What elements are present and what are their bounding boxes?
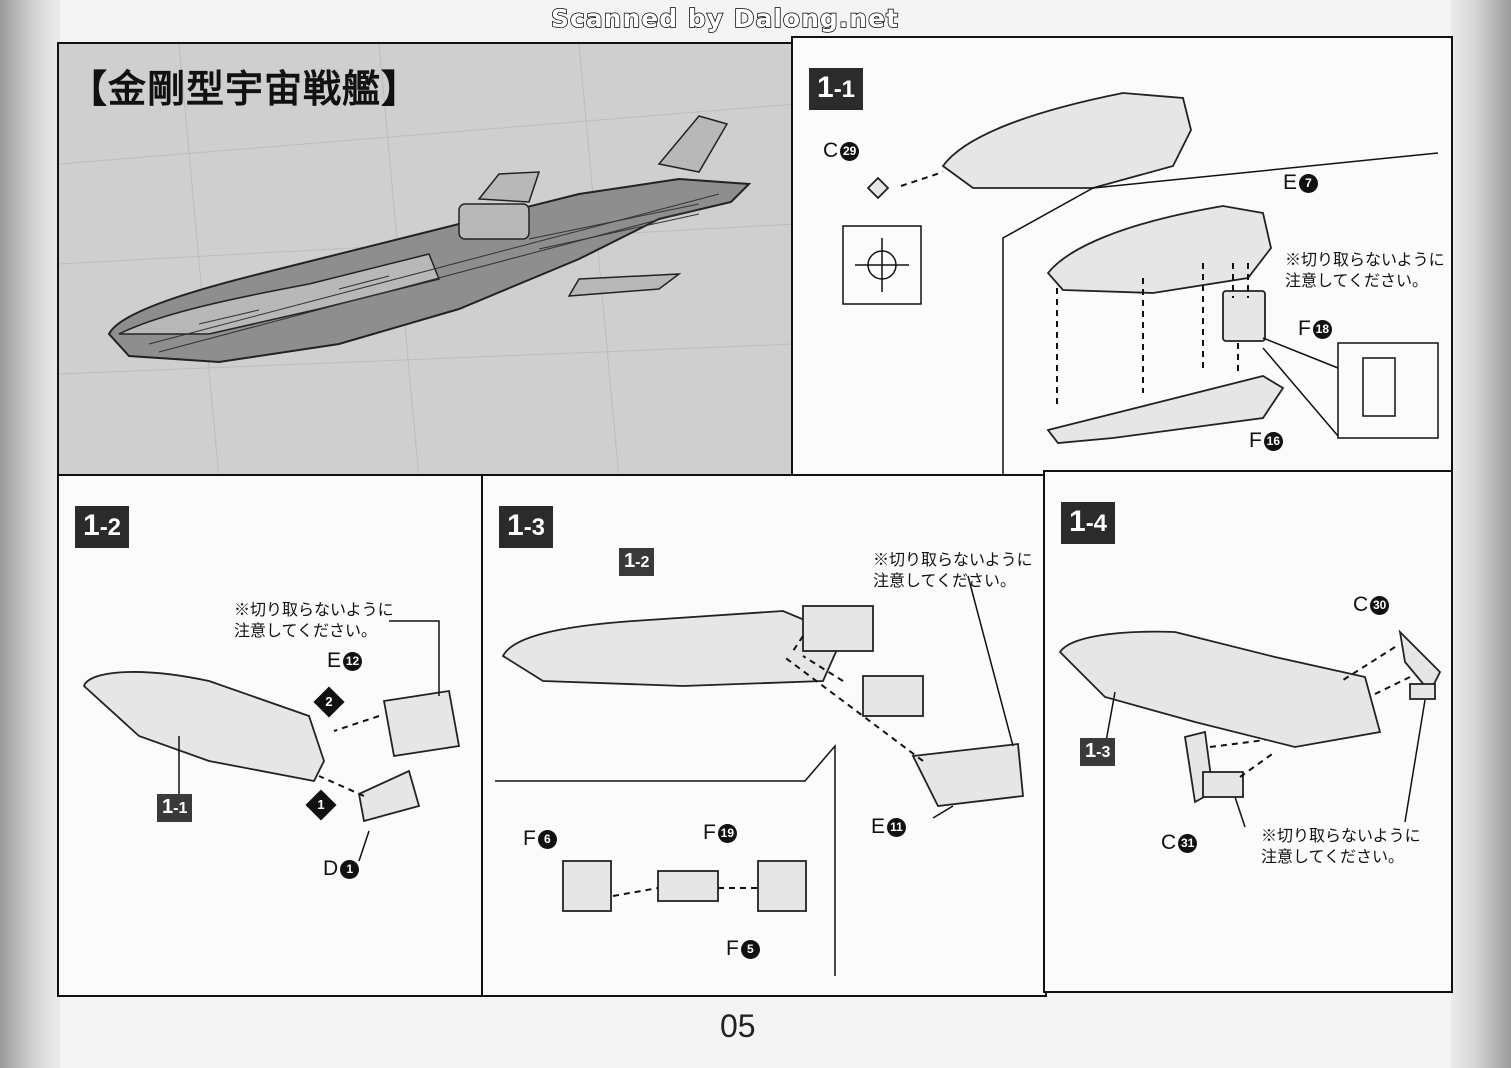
caution-note: ※切り取らないように 注意してください。 (234, 602, 394, 640)
caution-note: ※切り取らないように 注意してください。 (873, 552, 1033, 590)
step-1-2-diagram (82, 620, 461, 862)
order-mark-1: 1 (305, 789, 337, 821)
order-mark-2: 2 (313, 686, 345, 718)
page-edge-shade-left (0, 0, 60, 1068)
step-badge-1-1: 1-1 (809, 68, 864, 110)
step-badge-1-4: 1-4 (1061, 502, 1116, 544)
step-badge-1-2: 1-2 (75, 506, 130, 548)
step-1-3-diagram (495, 575, 1024, 976)
step-1-4-diagram (1058, 629, 1442, 828)
hero-panel: 【金剛型宇宙戦艦】 (57, 42, 793, 476)
page-number: 05 (720, 1008, 756, 1044)
step-badge-1-3: 1-3 (499, 506, 554, 548)
scan-credit: Scanned by Dalong.net (550, 3, 899, 34)
ref-badge-1-3: 1-3 (1080, 738, 1116, 766)
page-title: 【金剛型宇宙戦艦】 (69, 66, 421, 111)
ref-badge-1-1: 1-1 (157, 794, 193, 822)
caution-note: ※切り取らないように 注意してください。 (1285, 252, 1445, 290)
page-edge-shade-right (1451, 0, 1511, 1068)
ref-badge-1-2: 1-2 (619, 548, 655, 576)
hero-ship-illustration (59, 44, 791, 474)
step-1-1-diagram (842, 92, 1439, 474)
caution-note: ※切り取らないように 注意してください。 (1261, 828, 1421, 866)
